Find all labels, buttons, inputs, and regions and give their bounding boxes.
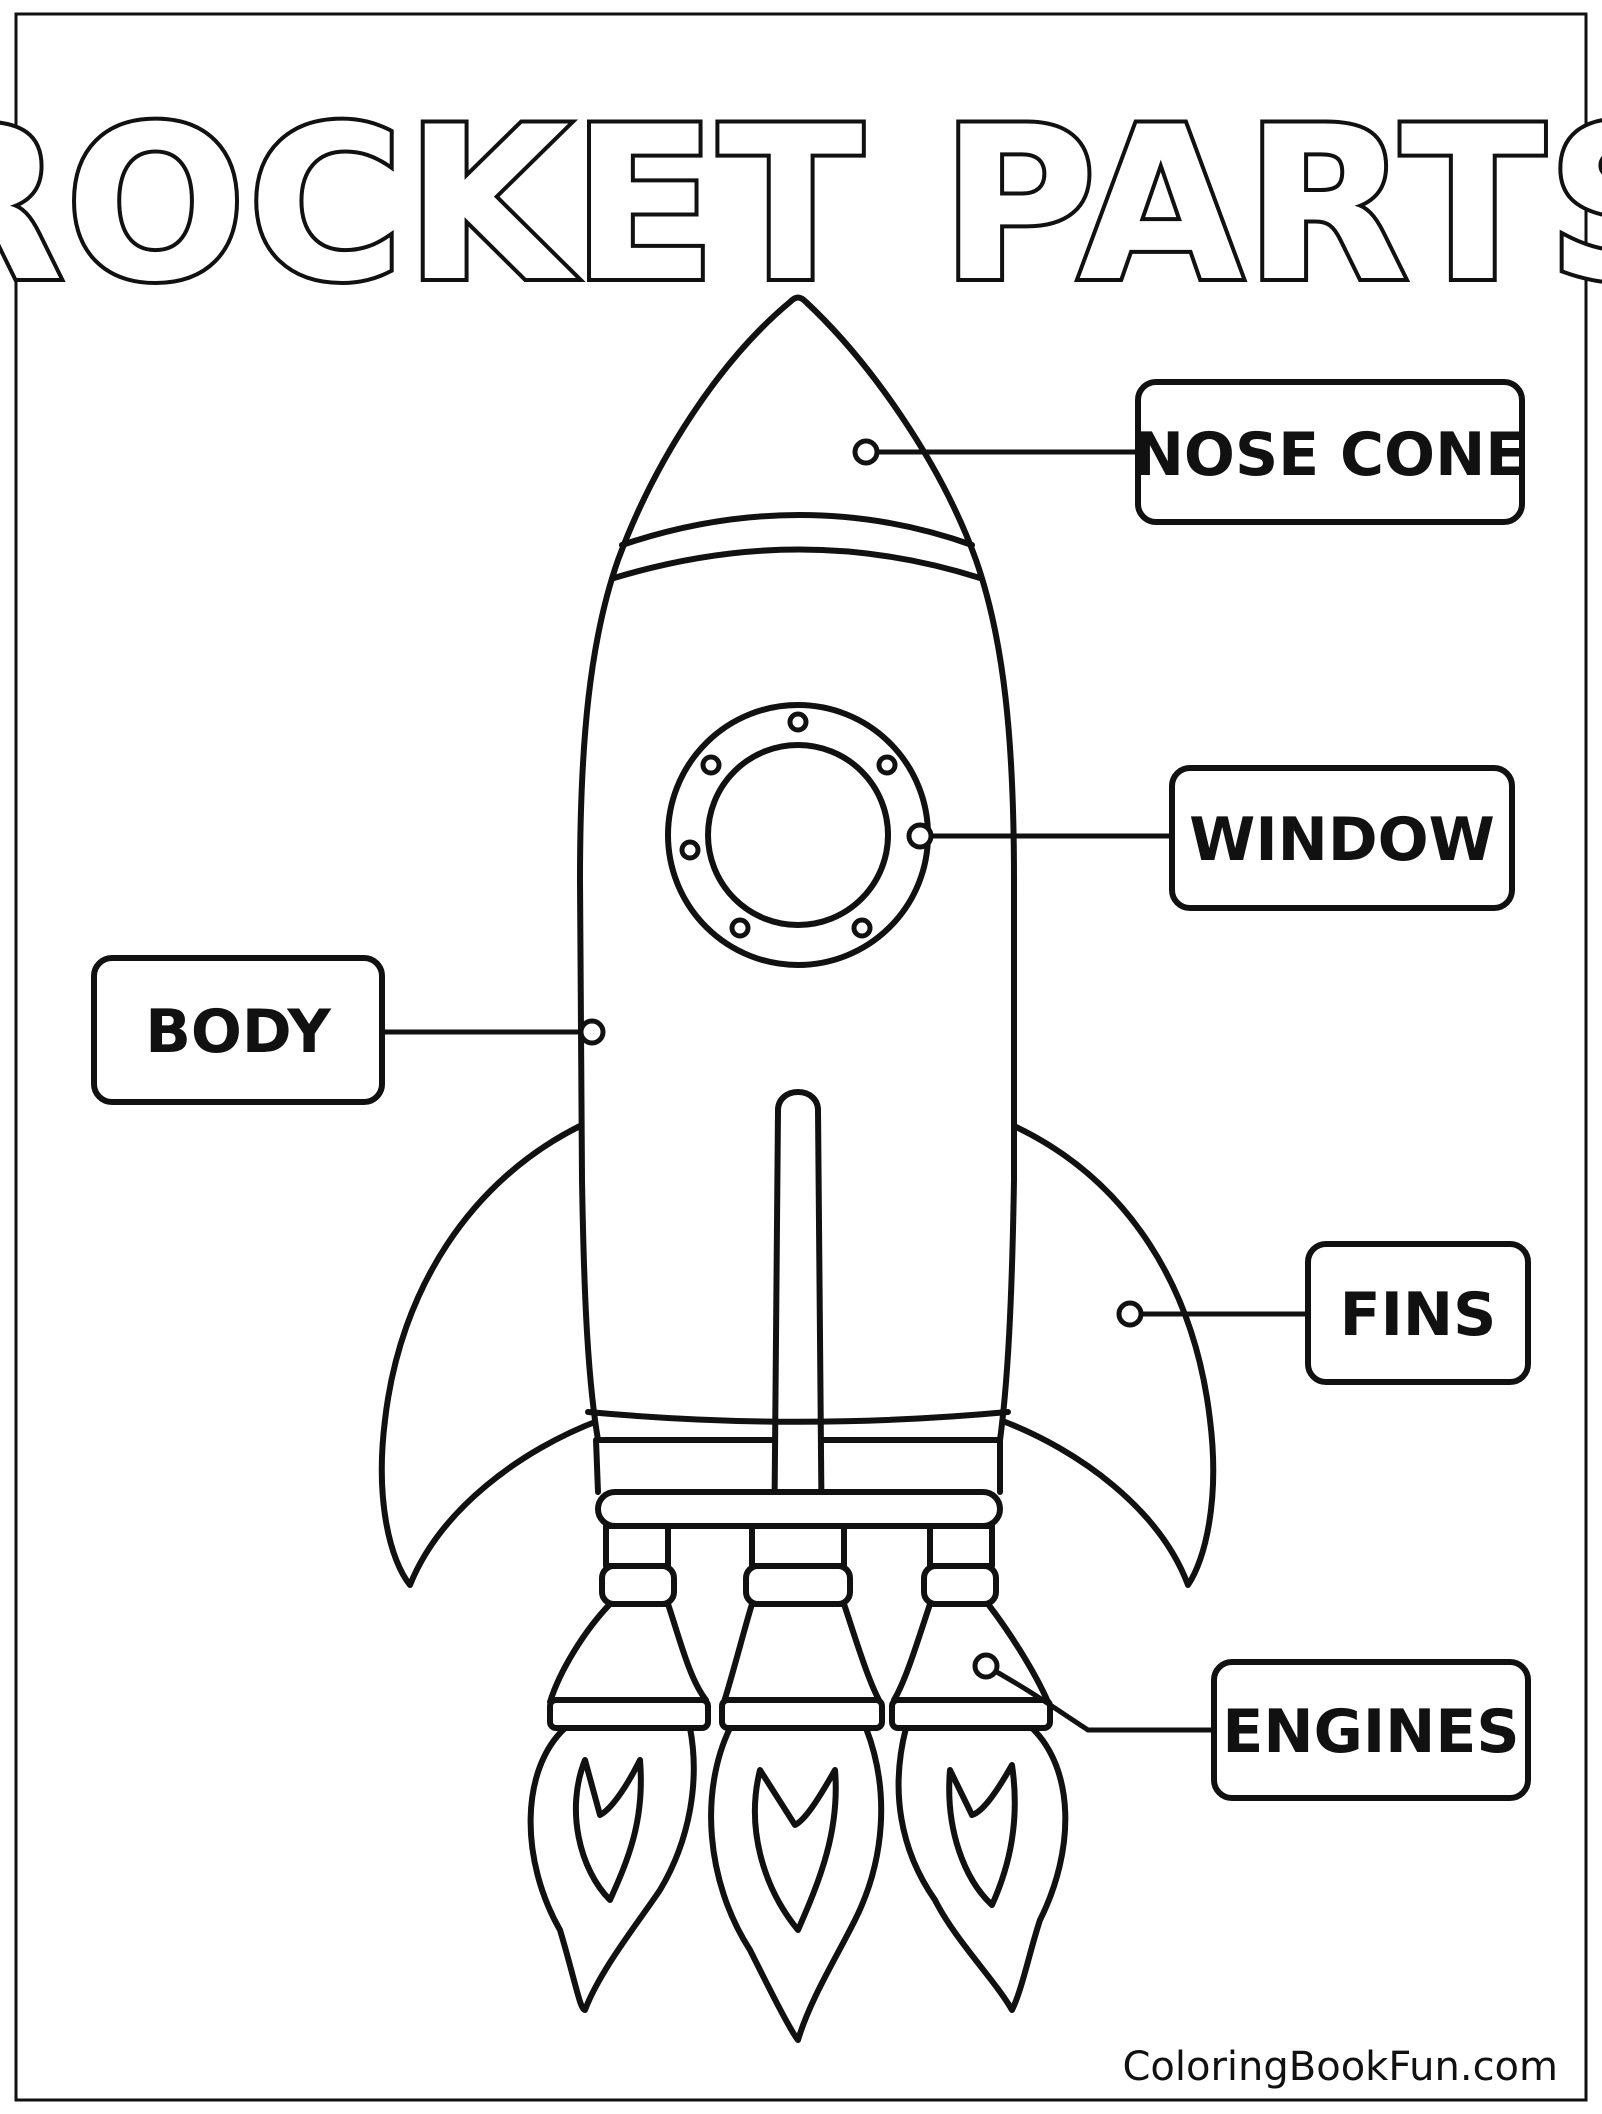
nose-cone-pointer-dot	[852, 438, 880, 466]
engines-label-box	[1211, 1659, 1531, 1801]
label-nose-cone: NOSE CONE	[852, 379, 1527, 525]
engine-right	[889, 1523, 1069, 2013]
window-label-box	[1169, 765, 1515, 911]
rocket-illustration	[378, 294, 1217, 2043]
window-pointer-dot	[906, 822, 934, 850]
footer-website: ColoringBookFun.com	[1122, 2044, 1558, 2090]
engine-middle	[708, 1523, 885, 2043]
body-label-box	[91, 955, 385, 1105]
label-window: WINDOW	[906, 765, 1515, 911]
engine-left	[527, 1523, 711, 2013]
window-glass	[705, 742, 891, 928]
label-body: BODY	[91, 955, 606, 1105]
engine-mount-ring	[595, 1489, 1003, 1529]
fins-label-text: FINS	[1340, 1280, 1497, 1350]
nose-cone-band-upper	[619, 512, 975, 548]
page-title: ROCKET PARTS	[0, 81, 1602, 328]
engines-label-text: ENGINES	[1222, 1697, 1519, 1767]
left-fin	[378, 1122, 603, 1588]
label-fins: FINS	[1116, 1241, 1531, 1385]
fins-pointer-dot	[1116, 1300, 1144, 1328]
page-border	[14, 12, 1588, 2102]
body-label-text: BODY	[145, 997, 332, 1067]
body-pointer-dot	[578, 1018, 606, 1046]
window-label-text: WINDOW	[1189, 805, 1495, 875]
nose-cone-band-lower	[611, 546, 983, 581]
body-lower-band	[585, 1409, 1011, 1425]
window-rivets	[679, 711, 898, 939]
nose-cone-label-text: NOSE CONE	[1134, 420, 1527, 490]
right-fin	[997, 1122, 1217, 1588]
engines-pointer-dot	[972, 1652, 1000, 1680]
fins-label-box	[1305, 1241, 1531, 1385]
nose-cone-label-box	[1135, 379, 1525, 525]
label-engines: ENGINES	[972, 1652, 1531, 1801]
